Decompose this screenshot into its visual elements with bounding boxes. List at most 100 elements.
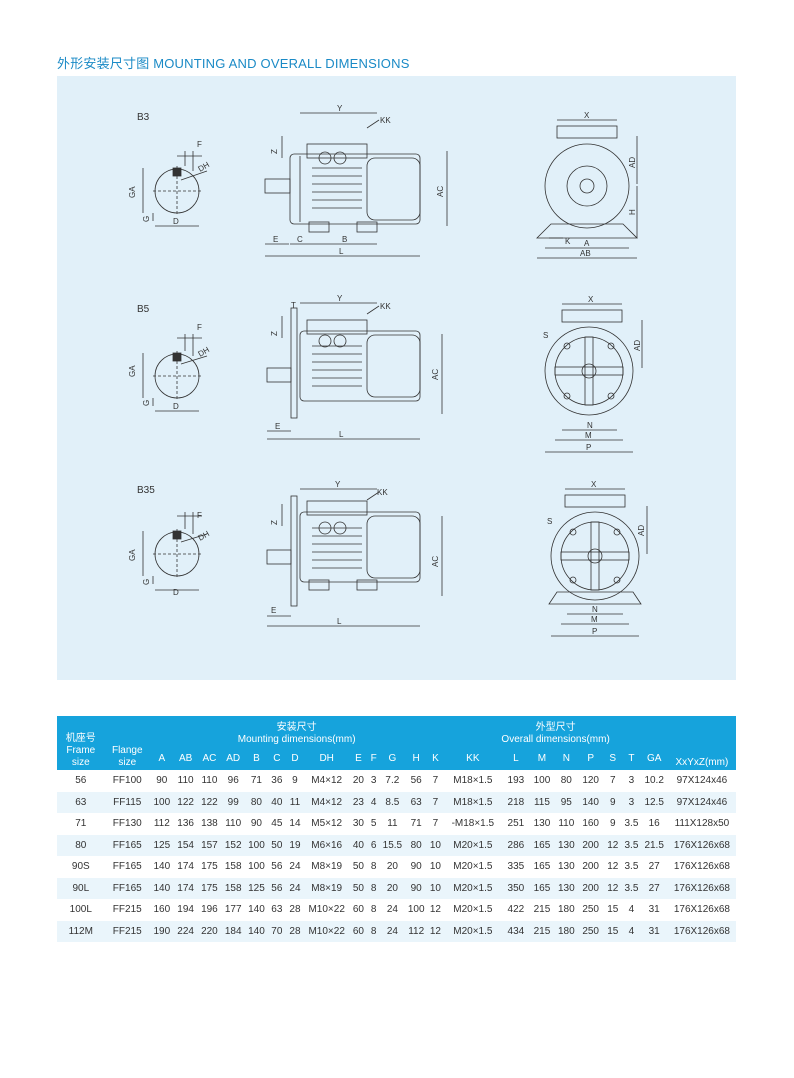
shaft-section-b35: F DH GA G D [128, 511, 211, 597]
table-cell: 60 [349, 899, 368, 921]
dimension-table-wrap: 机座号 Frame size Flange size 安装尺寸 Mounting… [57, 716, 736, 942]
column-header: L [502, 747, 530, 770]
label-p-b5: P [586, 443, 591, 452]
column-header: H [404, 747, 428, 770]
table-cell: 286 [502, 834, 530, 856]
table-cell: 63 [57, 791, 105, 813]
table-cell: M8×19 [304, 877, 350, 899]
label-z-b5: Z [270, 331, 279, 336]
table-cell: 154 [173, 834, 198, 856]
table-cell: 7 [603, 770, 623, 792]
table-cell: 50 [349, 856, 368, 878]
dimension-table: 机座号 Frame size Flange size 安装尺寸 Mounting… [57, 716, 736, 942]
table-cell: 250 [578, 920, 604, 942]
table-cell: M20×1.5 [443, 920, 503, 942]
label-m-b35: M [591, 615, 598, 624]
table-cell: 3 [367, 770, 380, 792]
table-cell: 111X128x50 [667, 813, 736, 835]
column-header: AC [197, 747, 222, 770]
table-cell: 80 [57, 834, 105, 856]
table-cell: 95 [554, 791, 579, 813]
label-l-b35: L [337, 617, 342, 626]
table-cell: 112 [149, 813, 174, 835]
shaft-section-b3: F DH GA G D [128, 140, 211, 227]
table-cell: 138 [197, 813, 222, 835]
label-ac-b35: AC [431, 556, 440, 567]
table-cell: 4 [622, 899, 641, 921]
label-g-b3: G [142, 216, 151, 222]
label-p-b35: P [592, 627, 597, 636]
col-xyz: XxYxZ(mm) [667, 716, 736, 770]
column-header: D [285, 747, 305, 770]
table-cell: 130 [529, 813, 555, 835]
table-cell: 100 [529, 770, 555, 792]
table-cell: 56 [267, 856, 286, 878]
table-cell: 100L [57, 899, 105, 921]
table-cell: M20×1.5 [443, 856, 503, 878]
label-m-b5: M [585, 431, 592, 440]
label-z-b35: Z [270, 520, 279, 525]
table-cell: 12.5 [640, 791, 668, 813]
column-header: K [427, 747, 444, 770]
table-cell: 71 [57, 813, 105, 835]
table-cell: 97X124x46 [667, 791, 736, 813]
drawing-panel: B3 F DH GA G D Y [57, 76, 736, 680]
table-cell: 112 [404, 920, 428, 942]
table-cell: 90S [57, 856, 105, 878]
column-header: GA [640, 747, 668, 770]
table-cell: M10×22 [304, 920, 350, 942]
table-cell: FF215 [104, 899, 150, 921]
table-cell: 152 [221, 834, 246, 856]
label-ab-b3: AB [580, 249, 591, 258]
table-cell: 220 [197, 920, 222, 942]
table-cell: 218 [502, 791, 530, 813]
table-cell: 125 [149, 834, 174, 856]
table-cell: 422 [502, 899, 530, 921]
table-cell: M4×12 [304, 791, 350, 813]
label-ac-b5: AC [431, 369, 440, 380]
table-cell: M4×12 [304, 770, 350, 792]
table-cell: 174 [173, 856, 198, 878]
column-header: F [367, 747, 380, 770]
table-cell: 27 [640, 877, 668, 899]
table-cell: 21.5 [640, 834, 668, 856]
side-view-b5: Y KK T Z AC E L [266, 294, 443, 440]
label-t-b5: T [291, 301, 296, 310]
side-view-b3: Y KK Z AC E C B L [264, 104, 448, 257]
label-e-b35: E [271, 606, 276, 615]
table-cell: 20 [349, 770, 368, 792]
table-cell: 80 [554, 770, 579, 792]
label-ad-b3: AD [628, 157, 637, 168]
table-cell: 99 [221, 791, 246, 813]
label-g-b5: G [142, 400, 151, 406]
table-cell: 80 [404, 834, 428, 856]
table-cell: 90 [245, 813, 268, 835]
label-kk-b3: KK [380, 116, 391, 125]
column-header: KK [443, 747, 503, 770]
table-cell: FF165 [104, 856, 150, 878]
table-cell: FF215 [104, 920, 150, 942]
table-cell: 8 [367, 899, 380, 921]
label-ga-b5: GA [128, 365, 137, 377]
table-cell: 28 [285, 899, 305, 921]
table-cell: FF100 [104, 770, 150, 792]
label-ga-b3: GA [128, 186, 137, 198]
table-cell: 180 [554, 920, 579, 942]
table-cell: 6 [367, 834, 380, 856]
table-cell: 20 [379, 877, 405, 899]
table-cell: 434 [502, 920, 530, 942]
table-cell: 110 [197, 770, 222, 792]
group-mounting-dimensions: 安装尺寸 Mounting dimensions(mm) [149, 716, 444, 747]
table-cell: 176X126x68 [667, 899, 736, 921]
table-cell: 190 [149, 920, 174, 942]
table-cell: 80 [245, 791, 268, 813]
label-l-b3: L [339, 247, 344, 256]
table-cell: 251 [502, 813, 530, 835]
table-cell: 140 [149, 856, 174, 878]
table-cell: 176X126x68 [667, 834, 736, 856]
table-cell: 71 [404, 813, 428, 835]
table-cell: 110 [554, 813, 579, 835]
